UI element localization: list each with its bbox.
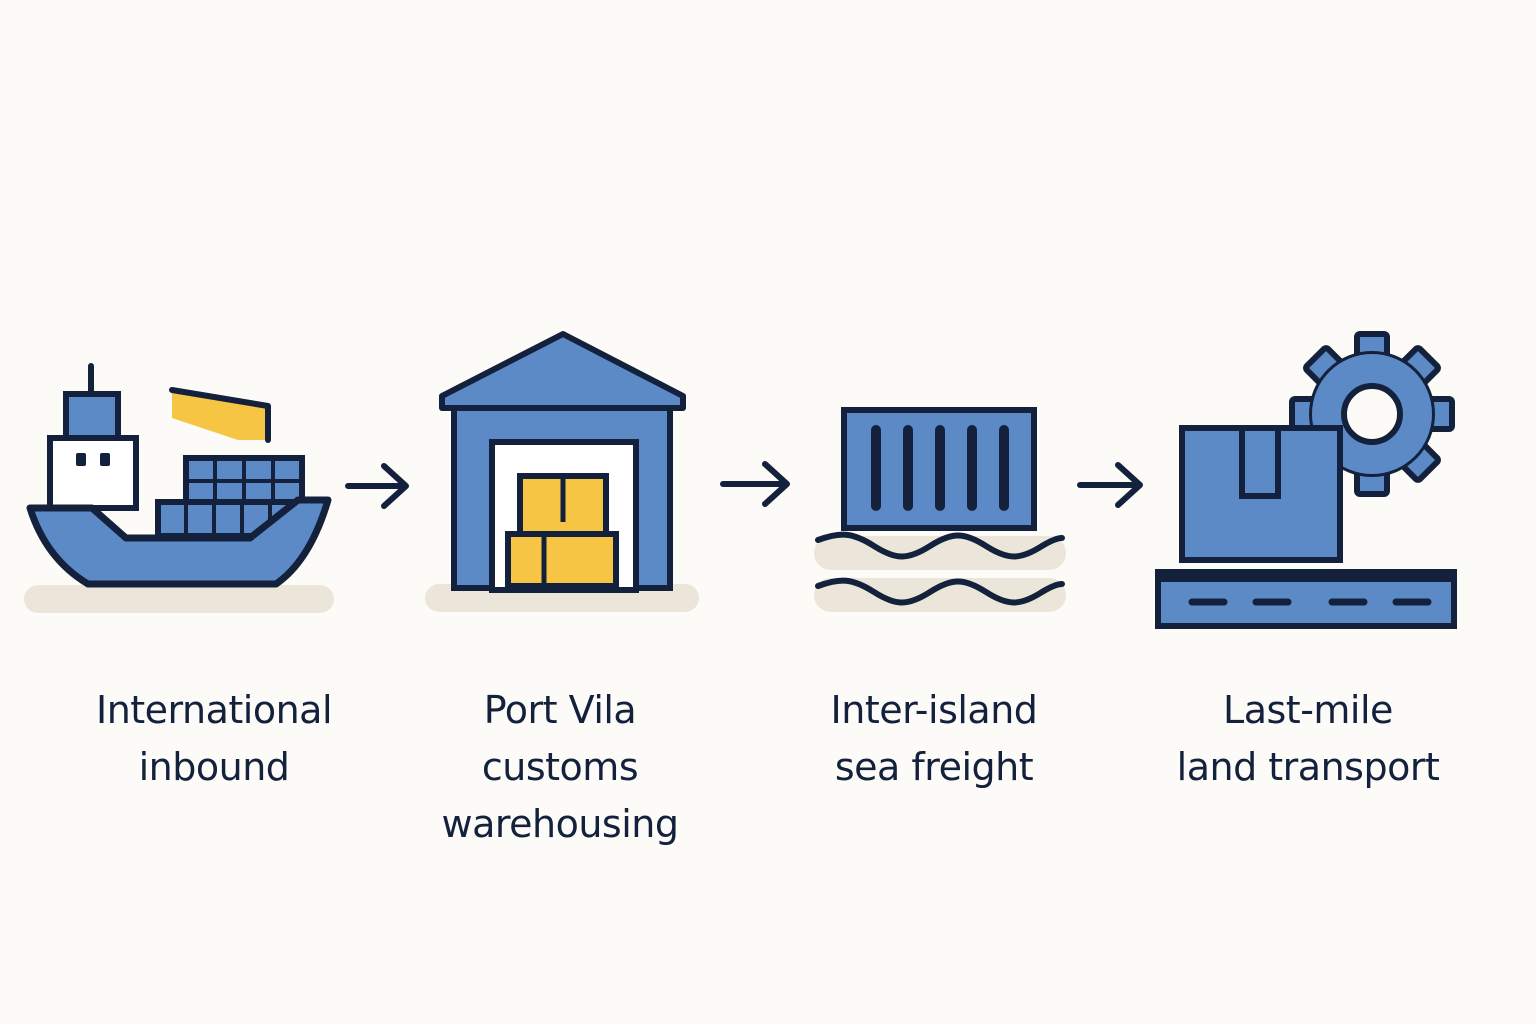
label-line: Port Vila bbox=[483, 688, 637, 732]
arrow-right-icon bbox=[720, 461, 790, 507]
label-line: land transport bbox=[1176, 745, 1440, 789]
step-label-port-vila-customs: Port Vila customs warehousing bbox=[400, 682, 720, 853]
label-line: inbound bbox=[138, 745, 290, 789]
step-label-inter-island: Inter-island sea freight bbox=[774, 682, 1094, 796]
warehouse-icon bbox=[425, 331, 699, 612]
container-on-waves-icon bbox=[814, 407, 1066, 612]
label-line: sea freight bbox=[834, 745, 1034, 789]
cargo-ship-icon bbox=[24, 363, 334, 613]
label-line: International bbox=[95, 688, 333, 732]
label-line: customs bbox=[481, 745, 639, 789]
step-label-last-mile: Last-mile land transport bbox=[1148, 682, 1468, 796]
label-line: Last-mile bbox=[1223, 688, 1393, 732]
label-line: warehousing bbox=[441, 802, 679, 846]
step-label-international-inbound: International inbound bbox=[54, 682, 374, 796]
box-gear-conveyor-icon bbox=[1155, 331, 1457, 629]
label-line: Inter-island bbox=[830, 688, 1038, 732]
arrow-right-icon bbox=[1077, 462, 1143, 508]
arrow-right-icon bbox=[345, 463, 409, 509]
